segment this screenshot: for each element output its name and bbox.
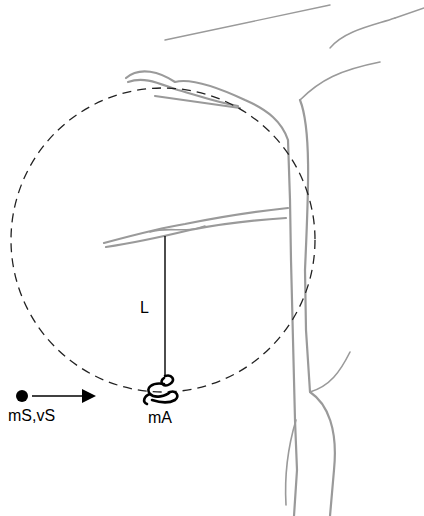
tree — [104, 5, 424, 516]
velocity-arrow — [32, 395, 86, 397]
animal-label: mA — [148, 410, 172, 426]
length-label: L — [140, 300, 149, 316]
middle-branch — [150, 226, 205, 232]
projectile — [16, 390, 28, 402]
upper-branch-trunk — [126, 71, 297, 516]
twig — [165, 5, 330, 40]
middle-branch — [104, 208, 288, 243]
middle-branch — [106, 218, 286, 247]
trunk-top — [300, 62, 380, 100]
upper-branch — [128, 80, 238, 106]
twig — [330, 18, 395, 48]
string — [164, 236, 165, 376]
animal — [144, 376, 177, 404]
twig — [310, 352, 350, 392]
root — [286, 420, 296, 505]
trunk — [300, 100, 335, 516]
swing-circle — [11, 88, 315, 392]
projectile-label: mS,vS — [8, 408, 55, 424]
arrow-head — [82, 389, 96, 403]
twig — [395, 8, 424, 18]
